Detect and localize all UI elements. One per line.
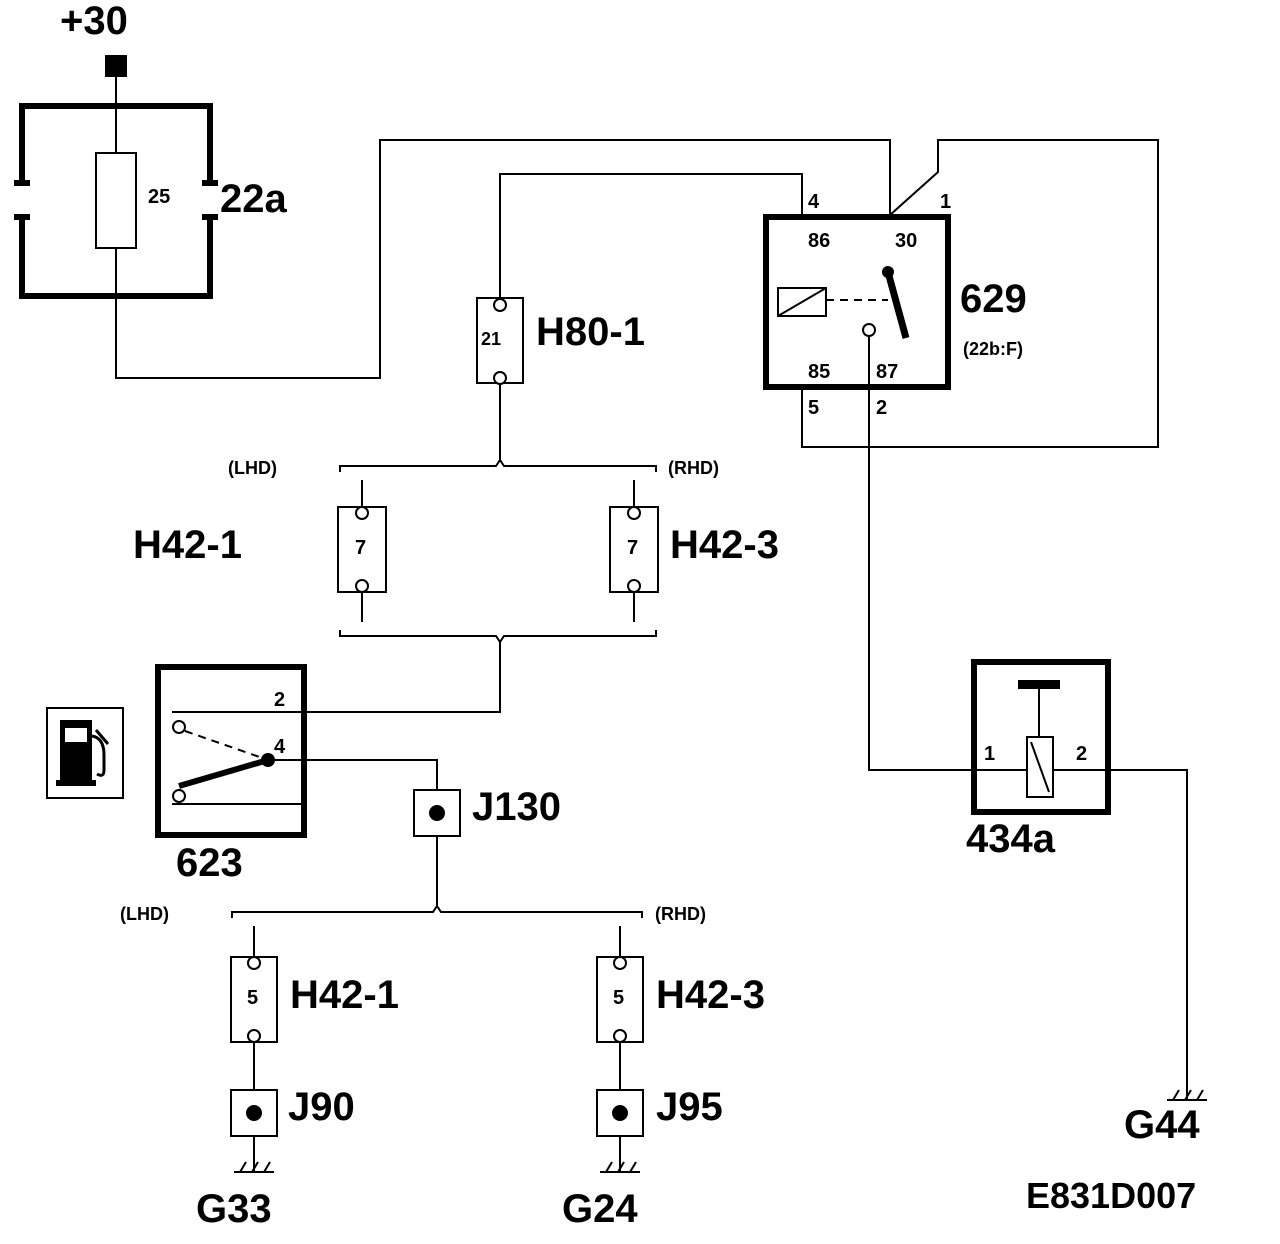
wire-loop-1-5 — [801, 139, 1159, 448]
relay-pin-86: 86 — [808, 230, 830, 252]
ground-g33-label: G33 — [196, 1187, 272, 1231]
h42-3-top-pin: 7 — [627, 537, 638, 559]
j90-label: J90 — [288, 1085, 355, 1129]
connector-h42-1-top: 7 H42-1 — [133, 480, 387, 622]
relay-pin-1: 1 — [940, 191, 951, 213]
switch-623: 2 4 623 — [155, 664, 307, 885]
supply-label: +30 — [60, 0, 128, 43]
fuse-box-label: 22a — [220, 177, 287, 221]
variant-rhd-top: (RHD) — [668, 458, 719, 478]
connector-h42-1-bottom: 5 H42-1 — [230, 926, 399, 1090]
fuel-pump-434a: 1 2 434a — [966, 659, 1111, 861]
switch-label: 623 — [176, 841, 243, 885]
fuel-pump-icon — [46, 707, 124, 799]
brace-top-merge — [339, 630, 657, 644]
splice-j90: J90 — [230, 1085, 355, 1137]
fuse-value: 25 — [148, 186, 170, 208]
relay-pin-5: 5 — [808, 397, 819, 419]
j95-label: J95 — [656, 1085, 723, 1129]
h42-1-top-label: H42-1 — [133, 523, 242, 567]
h80-label: H80-1 — [536, 310, 645, 354]
h42-3-top-label: H42-3 — [670, 523, 779, 567]
wire-switch-j130 — [268, 759, 438, 790]
relay-pin-87: 87 — [876, 361, 898, 383]
brace-bottom-split — [231, 904, 643, 918]
h80-pin: 21 — [481, 329, 501, 349]
switch-pin-2: 2 — [274, 689, 285, 711]
relay-pin-2: 2 — [876, 397, 887, 419]
pump-pin-2: 2 — [1076, 743, 1087, 765]
ground-g24-symbol — [600, 1136, 640, 1173]
relay-629: 86 30 85 87 4 1 5 2 629 (22b:F) — [763, 191, 1027, 419]
ground-g44-symbol — [1167, 1089, 1207, 1101]
ground-g24-label: G24 — [562, 1187, 638, 1231]
relay-pin-4: 4 — [808, 191, 820, 213]
h42-1-top-pin: 7 — [355, 537, 366, 559]
h42-3-bottom-pin: 5 — [613, 987, 624, 1009]
variant-lhd-bottom: (LHD) — [120, 904, 169, 924]
fuse-element — [95, 152, 137, 249]
relay-sublabel: (22b:F) — [963, 339, 1023, 359]
connector-h42-3-top: 7 H42-3 — [609, 480, 779, 622]
relay-pin-85: 85 — [808, 361, 830, 383]
j130-label: J130 — [472, 785, 561, 829]
h42-1-bottom-label: H42-1 — [290, 973, 399, 1017]
ground-g33-symbol — [234, 1136, 274, 1173]
ground-g44-label: G44 — [1124, 1103, 1200, 1147]
splice-j95: J95 — [596, 1085, 723, 1137]
connector-h80-1: 21 H80-1 — [476, 297, 645, 385]
splice-j130: J130 — [413, 785, 561, 837]
brace-top-split — [339, 458, 657, 472]
wire-86-h80 — [499, 173, 803, 298]
pump-label: 434a — [966, 817, 1056, 861]
connector-h42-3-bottom: 5 H42-3 — [596, 926, 765, 1090]
relay-pin-30: 30 — [895, 230, 917, 252]
wire-pump-g44 — [1108, 769, 1188, 1100]
wire-87-pump — [868, 336, 974, 771]
variant-lhd-top: (LHD) — [228, 458, 277, 478]
supply-terminal — [105, 55, 127, 77]
fuse-box-22a: 25 22a — [14, 103, 287, 299]
h42-1-bottom-pin: 5 — [247, 987, 258, 1009]
relay-label: 629 — [960, 277, 1027, 321]
supply-wire — [115, 70, 891, 379]
h42-3-bottom-label: H42-3 — [656, 973, 765, 1017]
switch-pin-4: 4 — [274, 736, 286, 758]
pump-pin-1: 1 — [984, 743, 995, 765]
variant-rhd-bottom: (RHD) — [655, 904, 706, 924]
wire-brace-switch — [306, 642, 501, 713]
figure-id: E831D007 — [1026, 1175, 1196, 1216]
